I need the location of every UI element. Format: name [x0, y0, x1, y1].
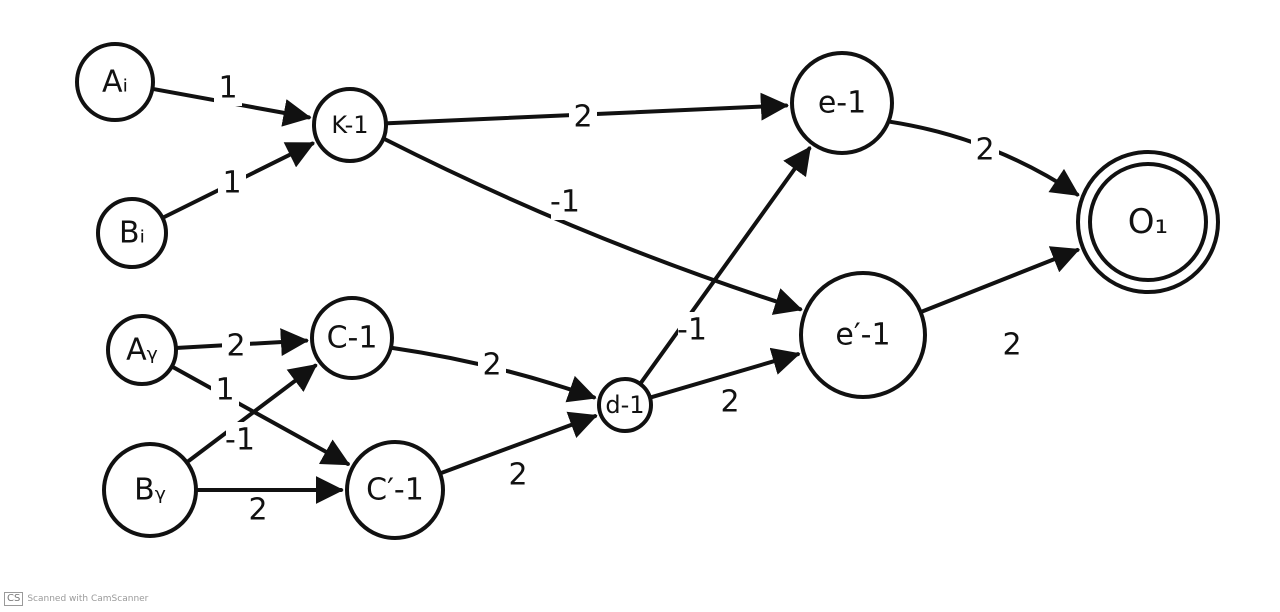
edge-e2-to-o1: 2	[920, 246, 1081, 363]
edge-weight-background	[478, 347, 506, 383]
scanner-watermark: CS Scanned with CamScanner	[4, 592, 148, 606]
node-label: O₁	[1128, 202, 1168, 242]
node-label: d-1	[605, 391, 644, 419]
node-d1: d-1	[597, 377, 653, 433]
edge-arrow	[639, 146, 812, 385]
node-circle	[312, 87, 388, 163]
node-circle	[345, 440, 445, 540]
node-k1: K-1	[312, 87, 388, 163]
edge-weight-background	[218, 165, 246, 201]
edge-weight-label: -1	[550, 185, 580, 220]
node-label: Aᵧ	[126, 333, 158, 368]
edge-weight-background	[716, 384, 744, 420]
node-a2: Aᵧ	[106, 314, 178, 386]
edge-weight-label: 2	[508, 458, 527, 493]
node-label: K-1	[331, 111, 368, 139]
edge-d1-to-e2: 2	[649, 347, 801, 420]
node-c1: C-1	[310, 296, 394, 380]
edge-weight-background	[244, 492, 272, 528]
edge-weight-label: 2	[248, 493, 267, 528]
edge-k1-to-e1: 2	[386, 92, 789, 135]
node-b2: Bᵧ	[102, 442, 198, 538]
edge-a1-to-k1: 1	[152, 70, 312, 127]
output-node-inner-ring	[1088, 162, 1208, 282]
edge-weight-label: 1	[218, 71, 237, 106]
node-label: e′-1	[835, 318, 890, 353]
node-a1: Aᵢ	[75, 42, 155, 122]
node-circle	[799, 271, 927, 399]
node-c2: C′-1	[345, 440, 445, 540]
node-circle	[790, 51, 894, 155]
node-label: C′-1	[366, 473, 424, 508]
edge-weight-background	[678, 312, 706, 348]
edge-d1-to-e1: -1	[639, 146, 812, 385]
edge-weight-background	[211, 372, 239, 408]
edge-weight-background	[214, 70, 242, 106]
edge-arrow	[186, 363, 318, 464]
edge-weight-background	[971, 132, 999, 168]
node-circle	[102, 442, 198, 538]
edge-weight-background	[504, 457, 532, 493]
node-o1: O₁	[1076, 150, 1220, 294]
node-e2: e′-1	[799, 271, 927, 399]
node-label: e-1	[818, 86, 866, 121]
node-label: Bᵧ	[134, 473, 166, 508]
edge-weight-label: 2	[720, 385, 739, 420]
edge-weight-label: 2	[1002, 328, 1021, 363]
node-circle	[106, 314, 178, 386]
edge-e1-to-o1: 2	[888, 119, 1080, 197]
edge-weight-label: 1	[215, 373, 234, 408]
edge-weight-label: 1	[222, 166, 241, 201]
edge-arrow	[439, 411, 598, 475]
edge-weight-label: 2	[573, 100, 592, 135]
node-circle	[597, 377, 653, 433]
scanner-watermark-text: Scanned with CamScanner	[27, 594, 149, 604]
edge-c2-to-d1: 2	[439, 411, 598, 493]
edge-arrow	[920, 246, 1081, 314]
edge-weight-background	[998, 327, 1026, 363]
edge-b1-to-k1: 1	[162, 141, 315, 219]
edge-weight-background	[551, 184, 579, 220]
edge-weight-label: 2	[975, 133, 994, 168]
edge-arrow	[383, 137, 803, 315]
edge-weight-label: 2	[482, 348, 501, 383]
node-label: C-1	[327, 321, 378, 356]
edge-weight-label: 2	[226, 329, 245, 364]
edge-c1-to-d1: 2	[390, 346, 597, 403]
edge-weight-background	[569, 99, 597, 135]
edge-b2-to-c2: 2	[196, 476, 344, 528]
edge-k1-to-e2: -1	[383, 137, 803, 315]
node-circle	[310, 296, 394, 380]
edge-weight-label: -1	[225, 423, 255, 458]
edges-layer: 1 1 2 -1 2 1 -1 2 2 2 -1 2 2 2	[152, 70, 1081, 528]
node-circle	[96, 197, 168, 269]
edge-b2-to-c1: -1	[186, 363, 318, 464]
edge-weight-label: -1	[677, 313, 707, 348]
node-label: Aᵢ	[102, 65, 128, 100]
node-label: Bᵢ	[119, 216, 145, 251]
edge-a2-to-c2: 1	[171, 365, 351, 466]
edge-arrow	[171, 365, 351, 466]
node-b1: Bᵢ	[96, 197, 168, 269]
edge-weight-background	[222, 328, 250, 364]
scanner-badge: CS	[4, 592, 24, 606]
edge-arrow	[649, 347, 801, 400]
node-e1: e-1	[790, 51, 894, 155]
edge-a2-to-c1: 2	[175, 328, 309, 364]
edge-weight-background	[226, 422, 254, 458]
node-circle	[75, 42, 155, 122]
